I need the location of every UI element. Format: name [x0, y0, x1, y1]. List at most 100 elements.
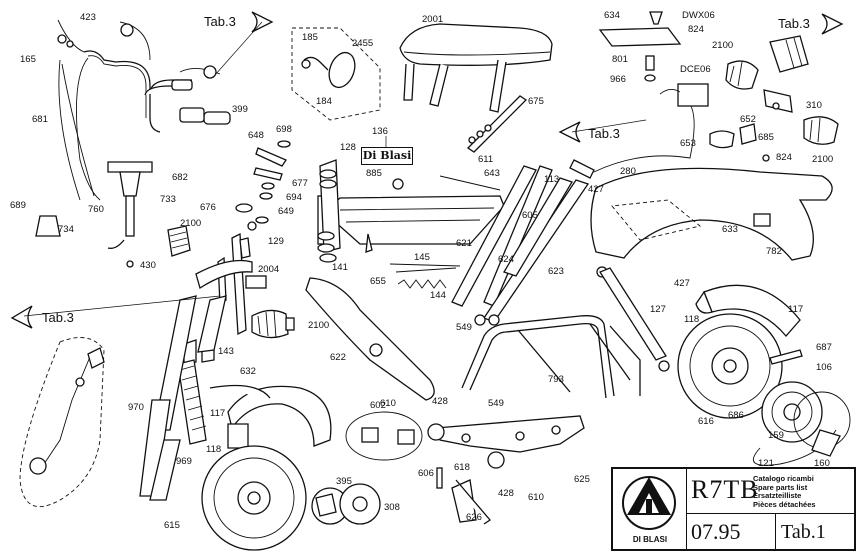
tab-ref-label: Tab.3: [204, 14, 236, 29]
tab-marker-left: Tab.3: [10, 295, 221, 329]
mirror-kit-box: [291, 27, 381, 121]
part-number: 430: [140, 260, 156, 271]
part-number: 2455: [352, 38, 373, 49]
part-number: 136: [372, 126, 388, 137]
part-number: 648: [248, 130, 264, 141]
part-number: 310: [806, 100, 822, 111]
front-fork-assembly: [139, 221, 295, 501]
part-number: 127: [650, 304, 666, 315]
rear-wheel: [677, 284, 851, 466]
side-rails: [451, 95, 590, 326]
part-number: 113: [544, 174, 559, 185]
tab-marker-mid: Tab.3: [558, 119, 647, 143]
part-number: 626: [466, 512, 482, 523]
part-number: 280: [620, 166, 636, 177]
part-number: 643: [484, 168, 500, 179]
part-number: 184: [316, 96, 332, 107]
part-number: 885: [366, 168, 382, 179]
catalog-line: Ersatzteilliste: [753, 491, 802, 500]
part-number: 145: [414, 252, 430, 263]
front-wheel: [201, 384, 381, 551]
part-number-labels: 423 165 681 760 682 733 399 689 734 430 …: [10, 10, 833, 531]
part-number: 117: [210, 408, 225, 419]
part-number: 399: [232, 104, 248, 115]
part-number: 2004: [258, 264, 279, 275]
part-number: 698: [276, 124, 292, 135]
part-number: 121: [758, 458, 774, 469]
part-number: 622: [330, 352, 346, 363]
part-number: 2100: [812, 154, 833, 165]
part-number: 675: [528, 96, 544, 107]
catalog-line: Pièces détachées: [753, 499, 816, 509]
part-number: 141: [332, 262, 348, 273]
main-frame: [305, 159, 505, 401]
part-number: 689: [10, 200, 26, 211]
part-number: 634: [604, 10, 620, 21]
part-number: 610: [528, 492, 544, 503]
part-number: 308: [384, 502, 400, 513]
part-number: 694: [286, 192, 302, 203]
part-number: 782: [766, 246, 782, 257]
footrest-bracket: [427, 415, 585, 525]
part-number: 685: [758, 132, 774, 143]
part-number: 143: [218, 346, 234, 357]
part-number: 2100: [712, 40, 733, 51]
part-number: 428: [498, 488, 514, 499]
part-number: 801: [612, 54, 628, 65]
catalog-line: Catalogo ricambi: [753, 474, 814, 483]
part-number: 649: [278, 206, 294, 217]
part-number: 428: [432, 396, 448, 407]
licence-plate-holder: [598, 11, 709, 107]
part-number: 427: [588, 184, 604, 195]
part-number: 118: [206, 444, 221, 455]
brand-name: DI BLASI: [632, 535, 668, 544]
catalog-caption: Catalogo ricambi Spare parts list Ersatz…: [753, 474, 816, 509]
part-number: 605: [522, 210, 538, 221]
part-number: 624: [498, 254, 514, 265]
part-number: 687: [816, 342, 832, 353]
part-number: 606: [418, 468, 434, 479]
brand-logo: DI BLASI: [613, 469, 687, 551]
divider: [775, 513, 776, 551]
part-number: 427: [674, 278, 690, 289]
part-number: 618: [454, 462, 470, 473]
divider: [686, 513, 856, 514]
part-number: 652: [740, 114, 756, 125]
edition-date: 07.95: [691, 519, 741, 544]
part-number: 165: [20, 54, 36, 65]
brand-plate: Di Blasi: [361, 147, 413, 165]
part-number: DWX06: [682, 10, 715, 21]
part-number: 632: [240, 366, 256, 377]
part-number: 129: [268, 236, 284, 247]
tab-marker-top-left: Tab.3: [204, 11, 274, 76]
handlebar-assembly: [35, 19, 231, 268]
turn-signals: [709, 35, 839, 162]
part-number: 602: [370, 400, 386, 411]
part-number: 677: [292, 178, 308, 189]
title-block: DI BLASI R7TB Catalogo ricambi Spare par…: [611, 467, 856, 551]
part-number: 160: [814, 458, 830, 469]
part-number: 966: [610, 74, 626, 85]
model-code: R7TB: [691, 475, 759, 504]
part-number: 611: [478, 154, 493, 165]
part-number: 824: [776, 152, 792, 163]
tab-ref-label: Tab.3: [778, 16, 810, 31]
part-number: 621: [456, 238, 472, 249]
part-number: 793: [548, 374, 564, 385]
part-number: 549: [488, 398, 504, 409]
part-number: 423: [80, 12, 96, 23]
part-number: 633: [722, 224, 738, 235]
part-number: 118: [684, 314, 699, 325]
part-number: 549: [456, 322, 472, 333]
tab-marker-top-right: Tab.3: [778, 13, 844, 35]
tab-ref-label: Tab.3: [588, 126, 620, 141]
part-number: 128: [340, 142, 356, 153]
part-number: 969: [176, 456, 192, 467]
part-number: 623: [548, 266, 564, 277]
part-number: 610: [380, 398, 396, 409]
part-number: 676: [200, 202, 216, 213]
part-number: 681: [32, 114, 48, 125]
part-number: 2001: [422, 14, 443, 25]
